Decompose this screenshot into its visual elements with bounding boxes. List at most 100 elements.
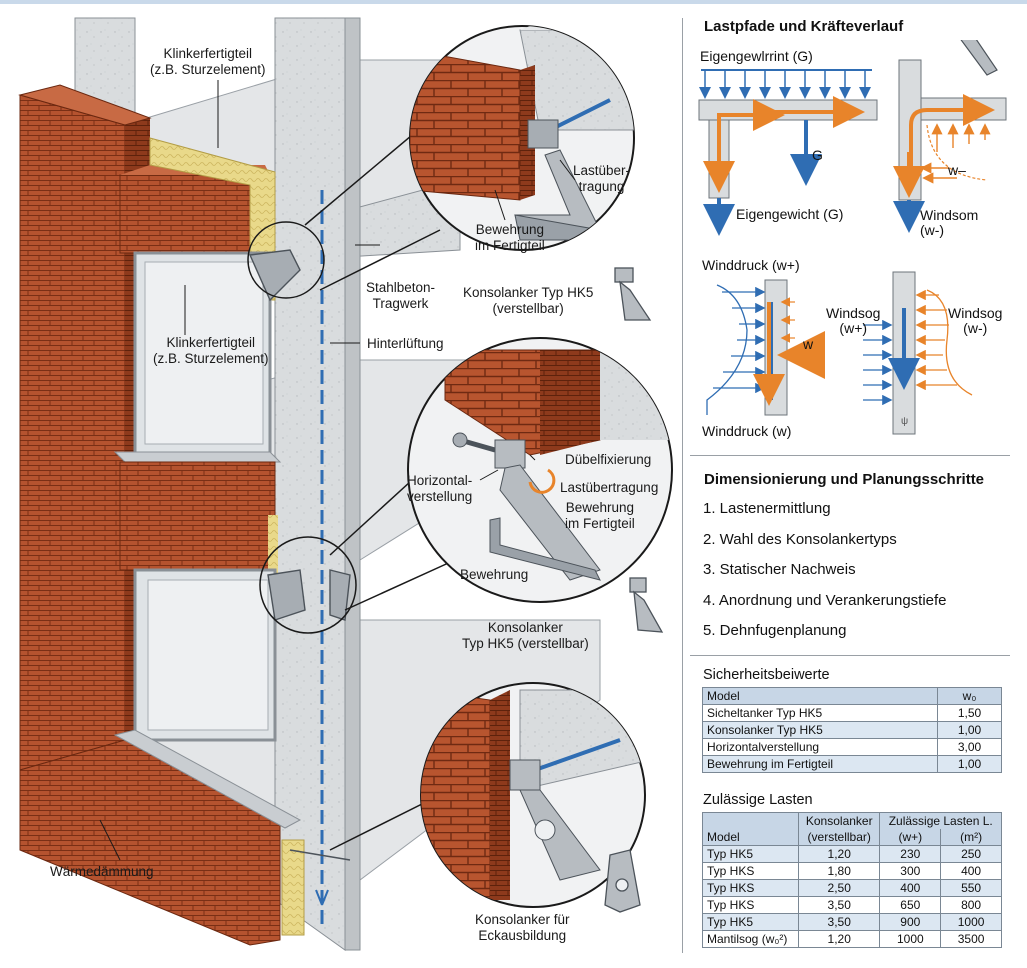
anchor-icon-topright [960,40,998,76]
label-klinker-middle: Klinkerfertigteil(z.B. Sturzelement) [153,335,269,366]
load-path-diagrams [698,40,1007,435]
header-cell: w₀ [937,687,1002,705]
sicherheit-title: Sicherheitsbeiwerte [703,667,830,683]
text-w-minus: w– [948,162,966,178]
table-cell: 3,50 [798,913,881,931]
text-eigen-bottom: Eigengewicht (G) [736,206,844,222]
label-lastuebertragung-middle: Lastübertragung [560,480,659,495]
dimensionierung-title: Dimensionierung und Planungsschritte [704,471,985,488]
label-horizontalverstellung: Horizontal-verstellung [407,473,473,504]
label-leaders [99,80,576,861]
table-cell: 230 [879,845,942,863]
header-cell: Model [702,687,938,705]
table-cell: Typ HKS [701,862,800,880]
detail-circle-top [409,25,635,251]
top-border [0,0,1027,4]
text-winddruck-top: Winddruck (w+) [702,257,800,273]
lasten-title: Zulässige Lasten [703,792,813,808]
diagram-windsog-both [863,271,973,435]
table-cell: 400 [879,879,942,897]
text-winddruck-bottom: Winddruck (w) [702,423,792,439]
table-cell: 550 [940,879,1002,897]
table-cell: 900 [879,913,942,931]
label-bewehrung-low: Bewehrung [460,567,529,582]
table-cell: 400 [940,862,1002,880]
step-item: 2. Wahl des Konsolankertyps [703,530,897,548]
table-cell: 250 [940,845,1002,863]
table-cell: 1,80 [798,862,881,880]
table-header-row: Model (verstellbar) (w+) (m²) [701,829,1002,846]
table-cell: 1,20 [798,930,881,948]
label-waermedaemmung: Wärmedämmung [50,864,154,879]
header-cell [701,812,800,829]
table-cell: 1,00 [937,721,1002,739]
lastpfade-title: Lastpfade und Kräfteverlauf [704,18,904,35]
step-item: 3. Statischer Nachweis [703,561,856,578]
text-psi: ψ [901,416,909,427]
label-stahlbeton: Stahlbeton-Tragwerk [366,280,436,311]
table-cell: 2,50 [798,879,881,897]
step-item: 4. Anordnung und Verankerungstiefe [703,591,947,609]
table-cell: 1000 [879,930,942,948]
table-cell: 1,50 [937,704,1002,722]
text-w: w [803,336,814,352]
table-cell: Horizontalverstellung [702,738,938,756]
header-cell: (m²) [940,829,1002,846]
detail-circle-bottom [420,682,646,913]
table-cell: 1,00 [937,755,1002,773]
header-cell: (w+) [879,829,942,846]
text-windsom: Windsom(w-) [920,207,979,238]
table-cell: Typ HK5 [701,845,800,863]
panel-divider [682,18,683,953]
diagram-eigengewicht [698,69,878,236]
table-cell: 300 [879,862,942,880]
table-cell: 3,00 [937,738,1002,756]
header-cell: Konsolanker [798,812,881,829]
table-cell: 3500 [940,930,1002,948]
table-cell: 650 [879,896,942,914]
anchor-detail-icons [248,249,351,861]
table-cell: 800 [940,896,1002,914]
hk5-anchor-icon [614,267,664,633]
table-cell: Typ HKS [701,896,800,914]
facade-scene [18,17,673,951]
table-cell: Typ HKS [701,879,800,897]
table-cell: 1000 [940,913,1002,931]
lasten-table: Konsolanker Zulässige Lasten L. Model (v… [701,812,1002,948]
table-cell: Mantilsog (w₀²) [701,930,800,948]
header-cell: (verstellbar) [798,829,881,846]
header-cell: Model [701,829,800,846]
table-cell: 1,20 [798,845,881,863]
table-header-row: Konsolanker Zulässige Lasten L. [701,812,1002,829]
planning-steps-list: 1. Lastenermittlung 2. Wahl des Konsolan… [703,500,947,653]
label-konsolanker-hk5-top: Konsolanker Typ HK5(verstellbar) [463,285,594,316]
step-item: 1. Lastenermittlung [703,500,831,517]
table-header-row: Model w₀ [702,687,1002,705]
table-cell: Sicheltanker Typ HK5 [702,704,938,722]
section-divider-2 [690,655,1010,656]
label-hinterlueftung: Hinterlüftung [367,336,444,351]
diagram-windsog [893,59,1007,233]
label-duebelfixierung: Dübelfixierung [565,452,652,467]
label-lastuebertragung-top: Lastüber-tragung [573,163,631,194]
table-cell: 3,50 [798,896,881,914]
text-g: G [812,147,823,163]
label-klinker-top: Klinkerfertigteil(z.B. Sturzelement) [150,46,266,77]
header-cell: Zulässige Lasten L. [879,812,1002,829]
table-cell: Konsolanker Typ HK5 [702,721,938,739]
